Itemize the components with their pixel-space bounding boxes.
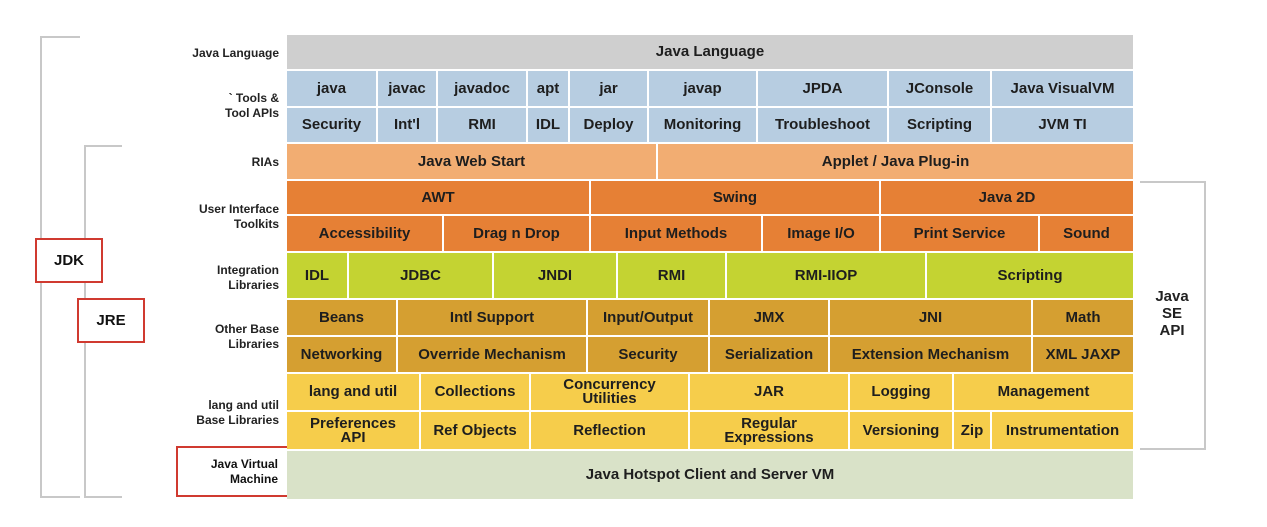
cell-jvm-ti: JVM TI — [992, 108, 1135, 144]
cell-rmi-integration: RMI — [618, 253, 727, 300]
jre-label: JRE — [77, 298, 145, 343]
cell-instrumentation: Instrumentation — [992, 412, 1135, 451]
cell-accessibility: Accessibility — [287, 216, 444, 253]
cell-management: Management — [954, 374, 1135, 412]
cell-security-base: Security — [588, 337, 710, 374]
cell-jmx: JMX — [710, 300, 830, 337]
cell-rmi-tool: RMI — [438, 108, 528, 144]
cell-jar-lib: JAR — [690, 374, 850, 412]
cell-sound: Sound — [1040, 216, 1135, 253]
cell-troubleshoot: Troubleshoot — [758, 108, 889, 144]
row-label-ui-toolkits: User Interface Toolkits — [198, 202, 279, 231]
cell-networking: Networking — [287, 337, 398, 374]
row-label-integration: Integration Libraries — [217, 263, 279, 292]
cell-drag-n-drop: Drag n Drop — [444, 216, 591, 253]
cell-input-methods: Input Methods — [591, 216, 763, 253]
cell-security-tool: Security — [287, 108, 378, 144]
java-se-api-bracket — [1140, 181, 1206, 450]
cell-intl-support: Intl Support — [398, 300, 588, 337]
cell-concurrency-utilities: Concurrency Utilities — [531, 374, 690, 412]
cell-zip: Zip — [954, 412, 992, 451]
cell-java-visualvm: Java VisualVM — [992, 71, 1135, 108]
cell-logging: Logging — [850, 374, 954, 412]
cell-apt: apt — [528, 71, 570, 108]
cell-javap: javap — [649, 71, 758, 108]
cell-preferences-api: Preferences API — [287, 412, 421, 451]
cell-xml-jaxp: XML JAXP — [1033, 337, 1135, 374]
row-label-language: Java Language — [192, 46, 279, 60]
jvm-label-box: Java Virtual Machine — [176, 446, 296, 497]
cell-override-mechanism: Override Mechanism — [398, 337, 588, 374]
cell-java-language: Java Language — [287, 35, 1135, 71]
cell-print-service: Print Service — [881, 216, 1040, 253]
cell-image-io: Image I/O — [763, 216, 881, 253]
row-label-lang-util: lang and util Base Libraries — [196, 398, 279, 427]
cell-deploy: Deploy — [570, 108, 649, 144]
cell-regular-expressions: Regular Expressions — [690, 412, 850, 451]
cell-idl-integration: IDL — [287, 253, 349, 300]
cell-idl-tool: IDL — [528, 108, 570, 144]
cell-jdbc: JDBC — [349, 253, 494, 300]
cell-jndi: JNDI — [494, 253, 618, 300]
cell-jar: jar — [570, 71, 649, 108]
cell-scripting-tool: Scripting — [889, 108, 992, 144]
cell-awt: AWT — [287, 181, 591, 216]
cell-jconsole: JConsole — [889, 71, 992, 108]
cell-collections: Collections — [421, 374, 531, 412]
row-label-other-base: Other Base Libraries — [214, 322, 279, 351]
cell-scripting-integration: Scripting — [927, 253, 1135, 300]
java-se-api-label: Java SE API — [1155, 288, 1189, 339]
cell-jni: JNI — [830, 300, 1033, 337]
jdk-label: JDK — [35, 238, 103, 283]
cell-swing: Swing — [591, 181, 881, 216]
cell-extension-mechanism: Extension Mechanism — [830, 337, 1033, 374]
cell-math: Math — [1033, 300, 1135, 337]
row-label-rias: RIAs — [251, 155, 279, 169]
cell-java-web-start: Java Web Start — [287, 144, 658, 181]
cell-javac: javac — [378, 71, 438, 108]
row-label-jvm: Java Virtual Machine — [210, 456, 278, 486]
cell-applet-plugin: Applet / Java Plug-in — [658, 144, 1135, 181]
cell-ref-objects: Ref Objects — [421, 412, 531, 451]
cell-input-output: Input/Output — [588, 300, 710, 337]
row-label-tools: ` Tools & Tool APIs — [225, 91, 279, 120]
cell-versioning: Versioning — [850, 412, 954, 451]
cell-reflection: Reflection — [531, 412, 690, 451]
cell-jpda: JPDA — [758, 71, 889, 108]
cell-beans: Beans — [287, 300, 398, 337]
cell-java-hotspot-vm: Java Hotspot Client and Server VM — [287, 451, 1135, 499]
cell-javadoc: javadoc — [438, 71, 528, 108]
cell-lang-and-util: lang and util — [287, 374, 421, 412]
cell-rmi-iiop: RMI-IIOP — [727, 253, 927, 300]
cell-serialization: Serialization — [710, 337, 830, 374]
cell-java: java — [287, 71, 378, 108]
cell-monitoring: Monitoring — [649, 108, 758, 144]
cell-intl: Int'l — [378, 108, 438, 144]
cell-java-2d: Java 2D — [881, 181, 1135, 216]
